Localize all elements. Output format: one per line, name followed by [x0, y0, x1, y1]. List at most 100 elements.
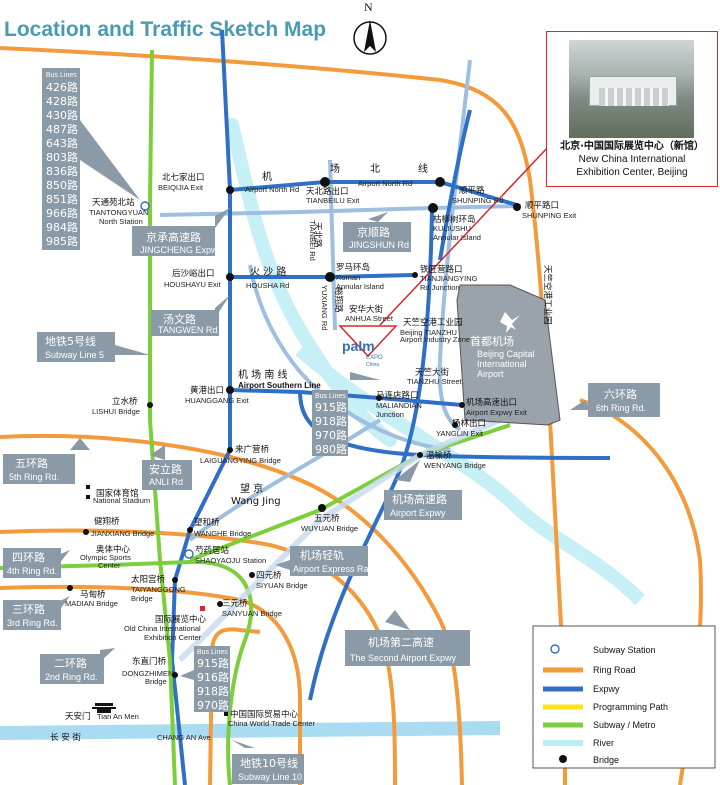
svg-text:SANYUAN Bridge: SANYUAN Bridge	[222, 609, 282, 618]
svg-text:Airport Expwy Exit: Airport Expwy Exit	[466, 408, 528, 417]
svg-text:京顺路: 京顺路	[357, 225, 390, 239]
svg-text:428路: 428路	[46, 95, 78, 108]
venue-photo-panel: 北京·中国国际展览中心（新馆） New China International …	[546, 31, 718, 187]
svg-text:芍药居站: 芍药居站	[195, 545, 230, 556]
old-exhibition-center-marker	[200, 606, 205, 611]
svg-text:River: River	[593, 738, 614, 748]
national-stadium-marker-2	[86, 495, 90, 499]
road-airport-south-en: Airport Southern Line	[238, 381, 321, 390]
svg-text:Junction: Junction	[376, 410, 404, 419]
svg-text:东直门桥: 东直门桥	[132, 656, 167, 667]
bridge-dot	[172, 672, 178, 678]
bridge-markers	[67, 177, 521, 678]
airport-expwy	[177, 417, 502, 663]
venue-marker	[338, 325, 398, 358]
svg-text:Tian An Men: Tian An Men	[97, 712, 139, 721]
venue-caption-zh: 北京·中国国际展览中心（新馆）	[560, 141, 704, 152]
road-yuxiang-zh: 裕翔路	[333, 287, 344, 313]
svg-text:MALIANDIAN: MALIANDIAN	[376, 401, 422, 410]
svg-text:Subway Line 10: Subway Line 10	[238, 772, 302, 782]
expwy-second-airport-2	[438, 109, 472, 261]
callout-subway5: 地铁5号线 Subway Line 5	[37, 332, 150, 362]
svg-text:中国国际贸易中心: 中国国际贸易中心	[230, 709, 299, 720]
svg-text:985路: 985路	[46, 235, 78, 248]
road-airport-north-en: Airport North Rd	[245, 185, 299, 194]
light-road	[188, 418, 382, 542]
svg-text:YANGLIN Exit: YANGLIN Exit	[436, 429, 484, 438]
svg-text:Olympic Sports: Olympic Sports	[80, 553, 131, 562]
svg-text:916路: 916路	[197, 671, 229, 684]
svg-text:机场高速路: 机场高速路	[392, 492, 447, 506]
road-airport-north-zh2: 场	[330, 162, 340, 175]
svg-text:四元桥: 四元桥	[256, 570, 282, 581]
airport-label-en3: Airport	[477, 369, 504, 379]
svg-text:马甸桥: 马甸桥	[80, 589, 106, 600]
river-changan	[0, 721, 501, 740]
ring-road-6	[0, 46, 567, 785]
svg-text:三环路: 三环路	[12, 603, 45, 616]
svg-text:地铁10号线: 地铁10号线	[240, 756, 298, 770]
svg-text:918路: 918路	[315, 415, 347, 428]
svg-text:Roman: Roman	[336, 273, 360, 282]
svg-text:4th Ring Rd.: 4th Ring Rd.	[7, 566, 57, 576]
bus-lines-callout-3: Bus Lines 915路 916路 918路 970路	[180, 646, 230, 712]
svg-text:MADIAN Bridge: MADIAN Bridge	[65, 599, 118, 608]
legend-bridge-dot	[559, 755, 567, 763]
airport-label-en1: Beijing Capital	[477, 349, 535, 359]
airplane-icon	[500, 312, 520, 333]
road-yuxiang-en: YUXIANG Rd	[320, 285, 329, 330]
svg-text:850路: 850路	[46, 179, 78, 192]
svg-text:黄港出口: 黄港出口	[190, 385, 224, 396]
expwy-airport-north	[229, 180, 521, 208]
svg-text:2nd Ring Rd.: 2nd Ring Rd.	[45, 672, 98, 682]
jingshun-road	[159, 204, 521, 217]
svg-text:970路: 970路	[197, 699, 229, 712]
svg-text:天安门: 天安门	[65, 711, 91, 722]
area-wangjing-zh: 望 京	[240, 482, 263, 495]
svg-text:天北路出口: 天北路出口	[306, 186, 349, 197]
svg-text:六环路: 六环路	[604, 388, 637, 401]
tiananmen-icon	[92, 703, 116, 713]
svg-text:Subway Line 5: Subway Line 5	[45, 350, 104, 360]
svg-text:ANLI Rd: ANLI Rd	[149, 477, 183, 487]
svg-text:430路: 430路	[46, 109, 78, 122]
svg-text:970路: 970路	[315, 429, 347, 442]
svg-text:TANGWEN Rd: TANGWEN Rd	[158, 325, 217, 335]
place-labels: 北七家出口 BEIQIJIA Exit 天北路出口 TIANBEILU Exit…	[65, 172, 577, 728]
svg-text:836路: 836路	[46, 165, 78, 178]
svg-text:WANGHE Bridge: WANGHE Bridge	[194, 529, 251, 538]
svg-text:Programming Path: Programming Path	[593, 702, 668, 712]
svg-text:803路: 803路	[46, 151, 78, 164]
venue-caption-en2: Exhibition Center, Beijing	[576, 167, 688, 178]
svg-text:奥体中心: 奥体中心	[96, 544, 131, 555]
area-wangjing-en: Wang Jing	[231, 496, 281, 507]
road-tianbei-en: TIANBEI Rd	[308, 220, 317, 261]
legend-subway-icon	[550, 644, 560, 654]
svg-text:N: N	[364, 0, 373, 14]
road-housha-en: HOUSHA Rd	[246, 281, 289, 290]
svg-text:汤文路: 汤文路	[163, 312, 196, 326]
svg-text:Bus Lines: Bus Lines	[46, 72, 77, 79]
road-tianzhu-en: TIANZHU Street	[407, 377, 463, 386]
svg-text:China World Trade Center: China World Trade Center	[228, 719, 315, 728]
svg-text:TAIYANGGONG: TAIYANGGONG	[131, 585, 186, 594]
callout-ring6: 六环路 6th Ring Rd.	[570, 383, 660, 417]
svg-text:顺平路: 顺平路	[459, 185, 485, 196]
svg-text:温榆桥: 温榆桥	[426, 450, 452, 461]
subway-line-10	[0, 559, 254, 785]
svg-text:Airport Express Rail: Airport Express Rail	[293, 564, 373, 574]
svg-text:5th Ring Rd.: 5th Ring Rd.	[9, 472, 59, 482]
svg-text:Airport Expwy: Airport Expwy	[390, 508, 446, 518]
svg-text:枯柳树环岛: 枯柳树环岛	[433, 214, 476, 225]
ring-road-3	[0, 584, 302, 785]
svg-text:DONGZHIMEN: DONGZHIMEN	[122, 669, 173, 678]
callout-ring2: 二环路 2nd Ring Rd.	[40, 648, 115, 684]
svg-text:望和桥: 望和桥	[194, 517, 220, 528]
svg-text:TIANJIANGYING: TIANJIANGYING	[420, 274, 478, 283]
svg-text:五元桥: 五元桥	[314, 513, 340, 524]
venue-photo	[569, 40, 694, 138]
map-title: Location and Traffic Sketch Map	[4, 18, 327, 41]
svg-text:地铁5号线: 地铁5号线	[45, 334, 96, 348]
svg-text:918路: 918路	[197, 685, 229, 698]
photo-hall-facade	[599, 88, 669, 106]
